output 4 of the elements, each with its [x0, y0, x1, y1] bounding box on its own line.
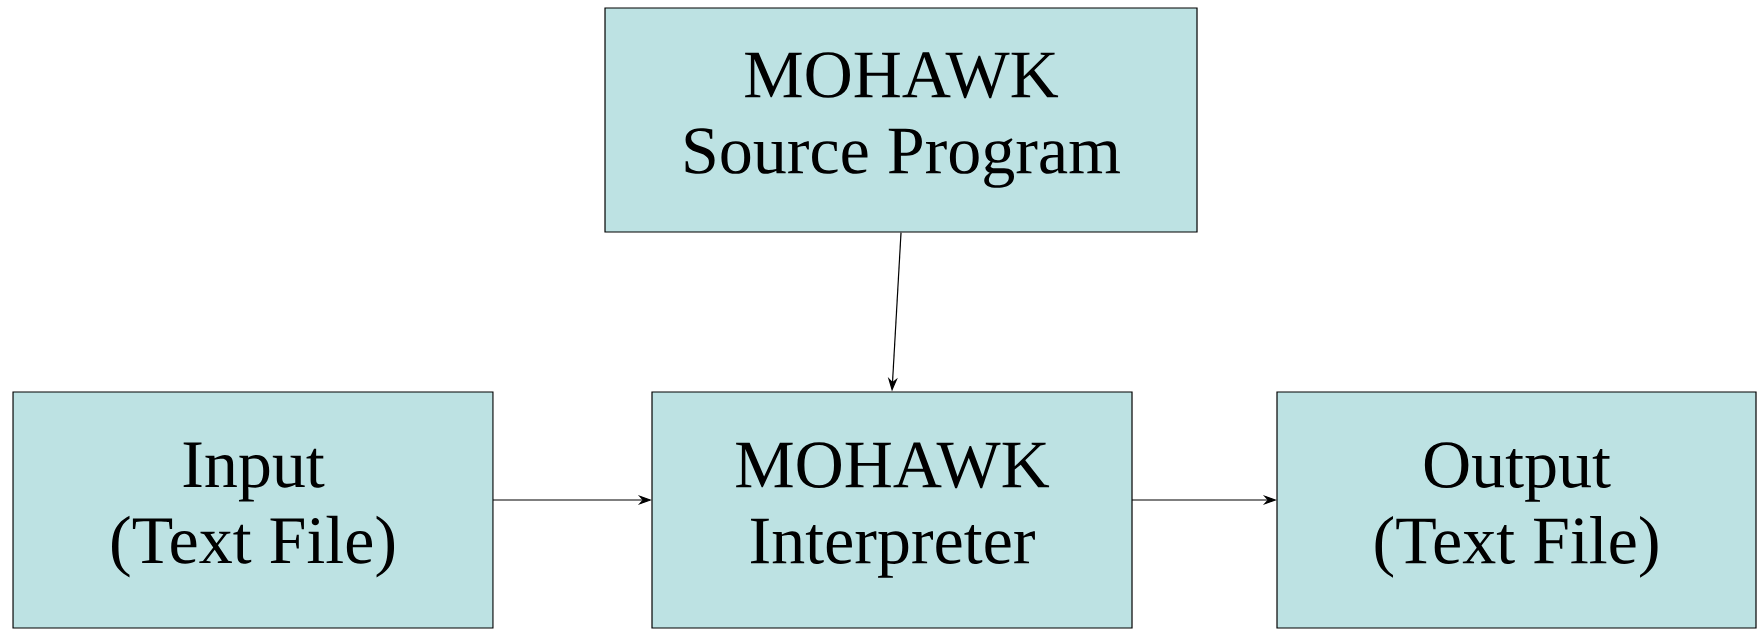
- process-box: MOHAWK Source Program: [604, 7, 1198, 233]
- process-box: Input (Text File): [12, 391, 494, 629]
- process-box: MOHAWK Interpreter: [651, 391, 1133, 629]
- process-box: Output (Text File): [1276, 391, 1757, 629]
